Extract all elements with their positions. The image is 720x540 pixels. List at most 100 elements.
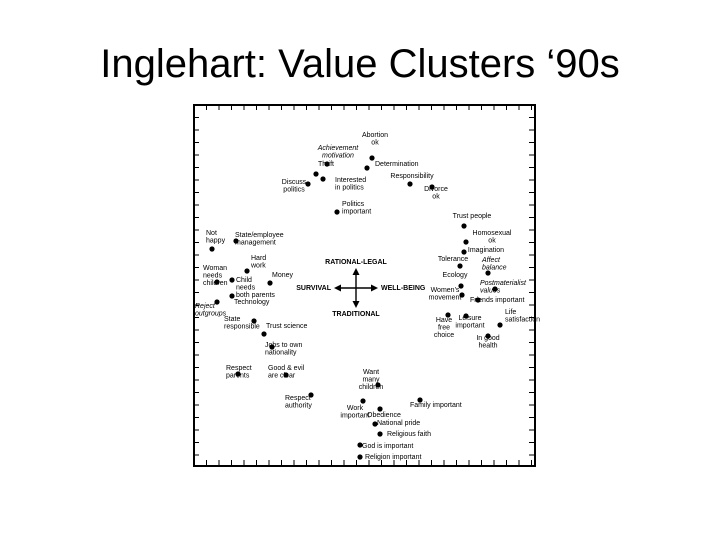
value-dot (377, 431, 383, 437)
value-item: Religion important (357, 454, 421, 461)
value-dot (459, 292, 465, 298)
value-dot (251, 318, 257, 324)
slide-title: Inglehart: Value Clusters ‘90s (100, 42, 620, 86)
value-dot (375, 382, 381, 388)
value-label: God is important (362, 443, 413, 450)
value-dot (324, 161, 330, 167)
value-dot (485, 270, 491, 276)
value-dot (320, 176, 326, 182)
value-dot (305, 181, 311, 187)
value-dot (267, 280, 273, 286)
value-dot (357, 442, 363, 448)
value-dot (457, 263, 463, 269)
value-label: Trust science (266, 323, 307, 330)
value-label: Determination (375, 161, 419, 168)
axis-label-right: WELL-BEING (381, 285, 426, 292)
value-label: Responsibility (390, 173, 434, 180)
value-dot (334, 209, 340, 215)
value-label: Religion important (365, 454, 421, 461)
value-label: Family important (410, 402, 462, 409)
value-dot (369, 155, 375, 161)
axis-label-left: SURVIVAL (296, 285, 331, 292)
value-dot (235, 371, 241, 377)
value-dot (461, 223, 467, 229)
value-dot (308, 392, 314, 398)
value-dot (283, 372, 289, 378)
value-dot (261, 331, 267, 337)
value-label: Friends important (470, 297, 525, 304)
value-dot (458, 283, 464, 289)
value-dot (445, 312, 451, 318)
value-dot (407, 181, 413, 187)
value-dot (492, 286, 498, 292)
value-item: Money (267, 272, 294, 286)
value-dot (475, 297, 481, 303)
value-label: National pride (377, 420, 420, 427)
value-item: Family important (410, 397, 462, 409)
value-item: Thrift (313, 161, 334, 177)
value-item: Trust people (453, 213, 492, 229)
value-item: Friends important (470, 297, 525, 304)
axis-compass: RATIONAL-LEGAL TRADITIONAL SURVIVAL WELL… (296, 259, 426, 318)
value-dot (463, 239, 469, 245)
value-item: God is important (357, 442, 413, 450)
value-label: Tolerance (438, 256, 468, 263)
value-item: Obedience (367, 406, 401, 419)
value-dot (497, 322, 503, 328)
value-label: Money (272, 272, 294, 279)
value-item: Imagination (461, 247, 504, 255)
value-dot (372, 421, 378, 427)
value-item: Trust science (261, 323, 307, 337)
axis-label-down: TRADITIONAL (332, 311, 380, 318)
value-label: Trust people (453, 213, 492, 220)
value-dot (209, 246, 215, 252)
value-dot (461, 249, 467, 255)
value-item: National pride (372, 420, 420, 427)
value-dot (463, 313, 469, 319)
value-dot (417, 397, 423, 403)
value-item: Religious faith (377, 431, 431, 438)
value-dot (313, 171, 319, 177)
value-dot (244, 268, 250, 274)
value-dot (229, 293, 235, 299)
value-dot (233, 238, 239, 244)
